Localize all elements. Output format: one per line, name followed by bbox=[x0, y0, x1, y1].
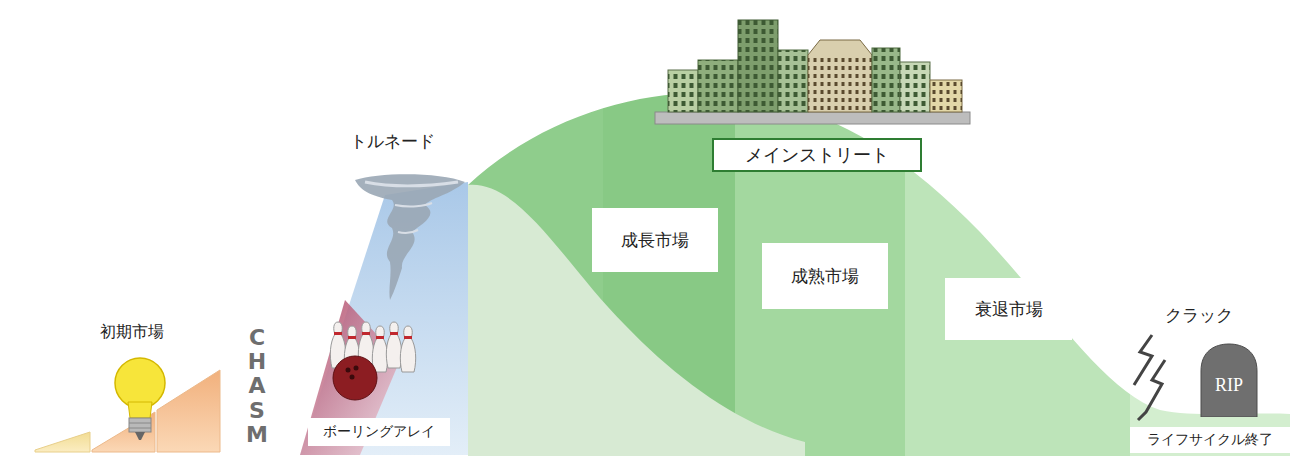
mainstreet-buildings bbox=[655, 20, 970, 124]
mature-market-box: 成熟市場 bbox=[762, 243, 888, 309]
node-text: ライフサイクル終了 bbox=[1147, 431, 1273, 449]
decline-market-box: 衰退市場 bbox=[945, 278, 1072, 340]
bowling-pin bbox=[372, 326, 387, 372]
tombstone: RIP bbox=[1197, 343, 1261, 417]
pin-stripe bbox=[404, 336, 412, 339]
bowling-alley-area bbox=[300, 182, 468, 455]
bowling-pin bbox=[386, 322, 401, 368]
pin-stripe bbox=[362, 332, 370, 335]
node-text: RIP bbox=[1215, 375, 1243, 396]
mainstreet-box: メインストリート bbox=[712, 138, 922, 172]
bowling-pins bbox=[330, 322, 415, 400]
bowling-pin bbox=[400, 326, 415, 372]
node-text: 成熟市場 bbox=[791, 265, 859, 288]
node-text: 衰退市場 bbox=[975, 298, 1043, 321]
node-text: 成長市場 bbox=[621, 229, 689, 252]
bowling-alley-box: ボーリングアレイ bbox=[308, 418, 450, 446]
tornado-label: トルネード bbox=[350, 130, 435, 153]
pin-stripe bbox=[334, 332, 342, 335]
chasm-label: CHASM bbox=[246, 326, 268, 447]
growth-market-box: 成長市場 bbox=[592, 208, 718, 272]
early-market-label: 初期市場 bbox=[100, 322, 164, 343]
crack-lightning bbox=[1134, 335, 1165, 420]
light-bulb bbox=[115, 358, 165, 440]
pin-stripe bbox=[390, 332, 398, 335]
lifecycle-end-box: ライフサイクル終了 bbox=[1130, 427, 1290, 453]
tornado bbox=[355, 174, 465, 300]
pin-stripe bbox=[348, 336, 356, 339]
node-text: ボーリングアレイ bbox=[323, 423, 435, 441]
pin-stripe bbox=[376, 336, 384, 339]
node-text: メインストリート bbox=[745, 143, 889, 167]
market-hill bbox=[468, 80, 1300, 460]
crack-label: クラック bbox=[1165, 304, 1233, 327]
